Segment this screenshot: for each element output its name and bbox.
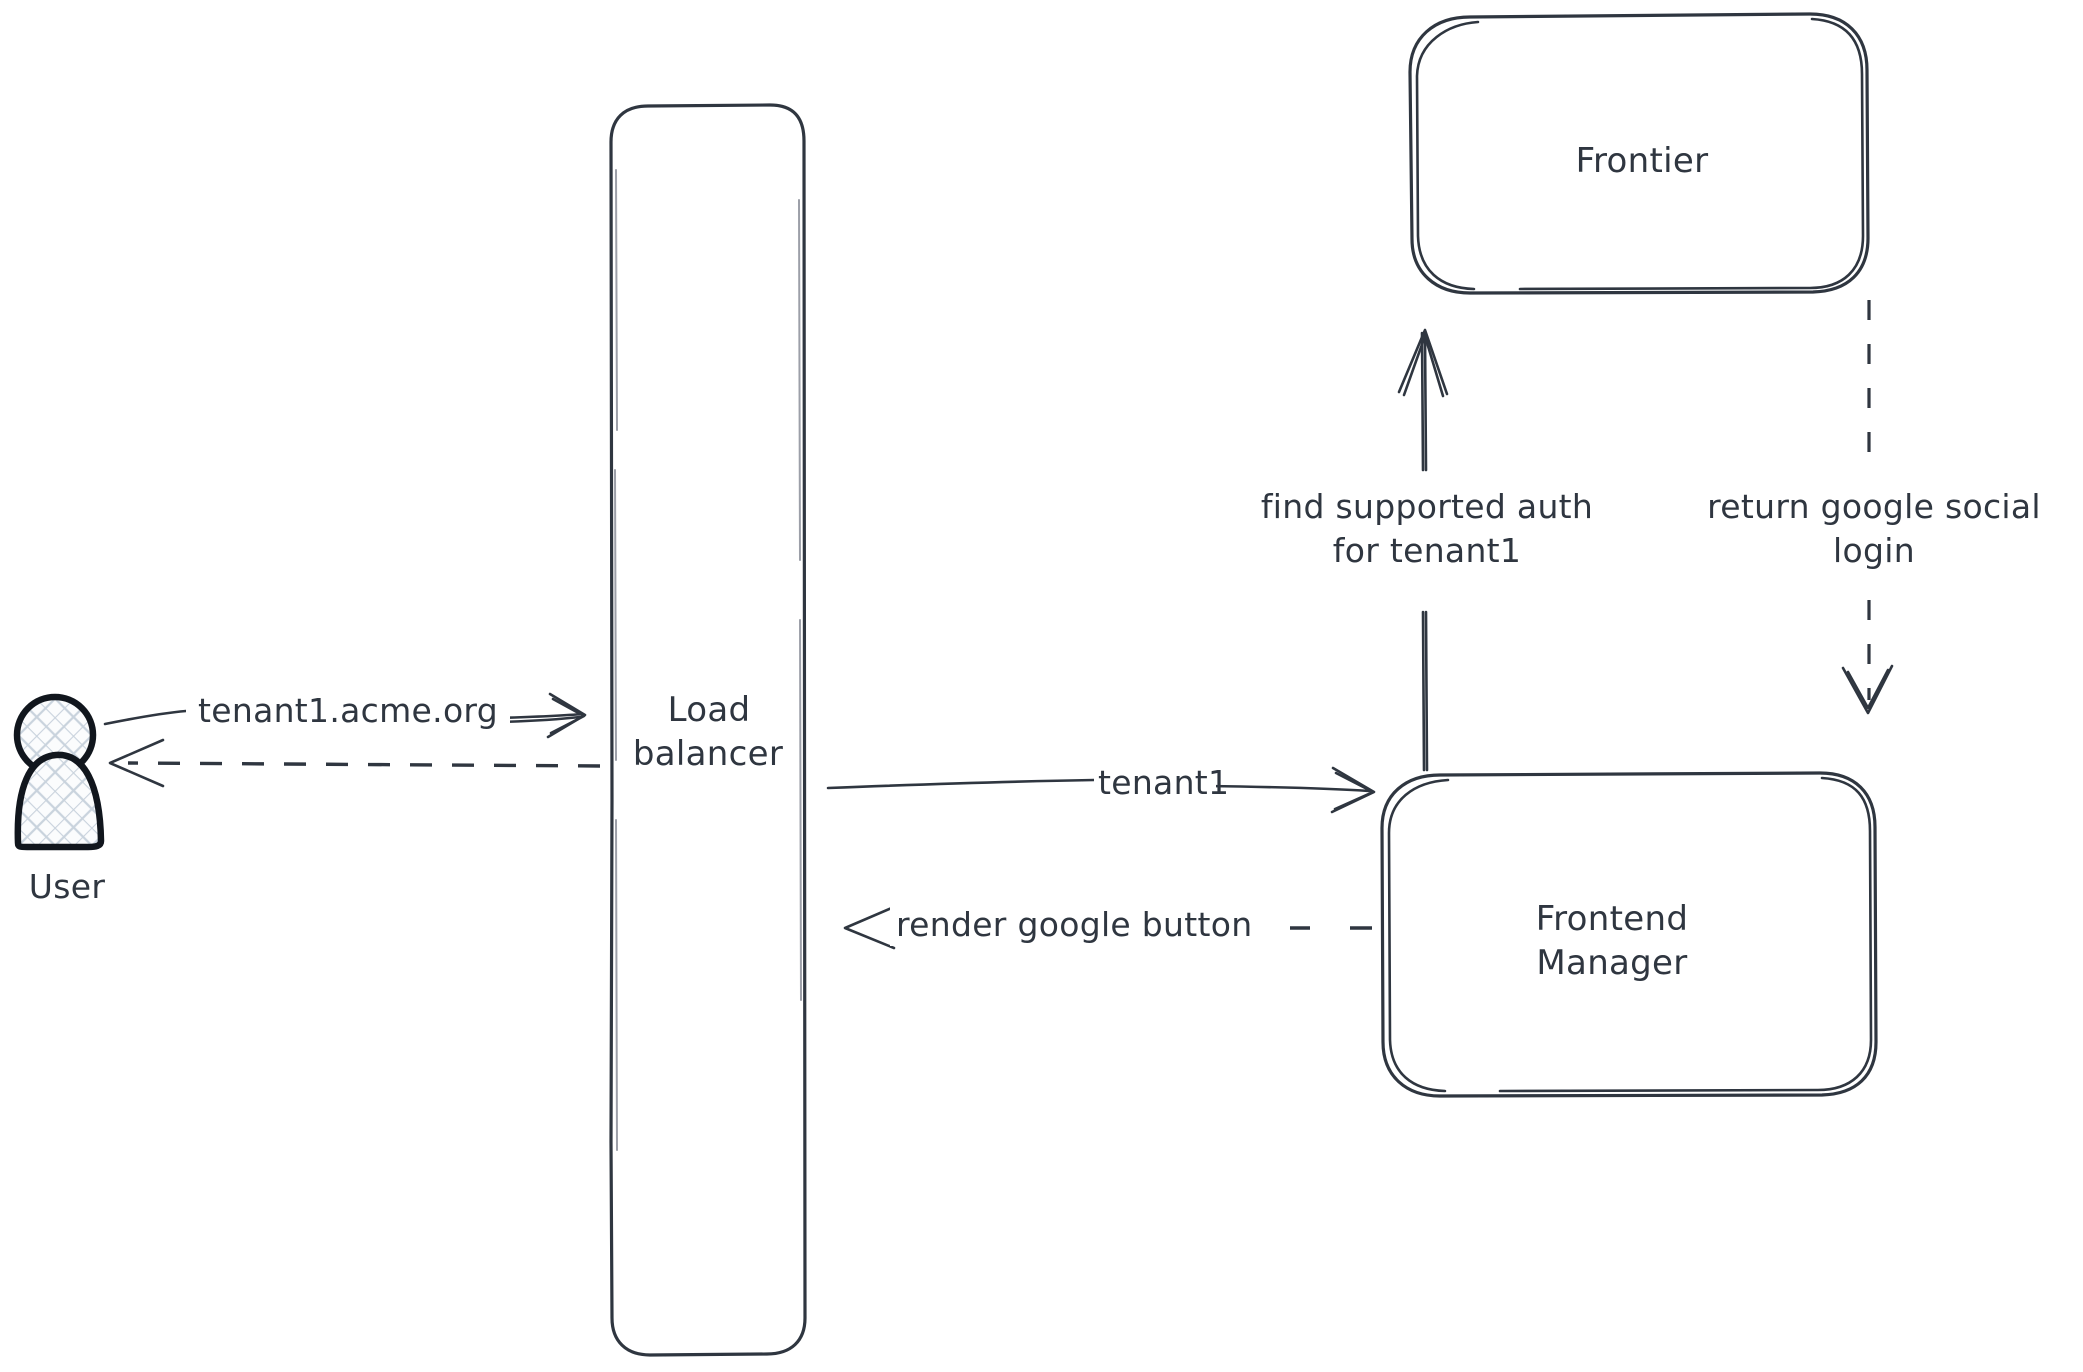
edge-label-tenant1: tenant1 xyxy=(1094,762,1229,805)
frontier-node-label: Frontier xyxy=(1575,141,1709,181)
edge-label-return-google-social-line2: login xyxy=(1660,530,2083,573)
edge-label-find-supported-auth-line1: find supported auth xyxy=(1218,486,1636,529)
frontend-manager-node-label-line2: Manager xyxy=(1536,943,1688,983)
node-frontier-shape xyxy=(1408,12,1870,295)
edge-label-find-supported-auth-line2: for tenant1 xyxy=(1218,530,1636,573)
edge-load-balancer-to-frontend-manager xyxy=(826,766,1376,814)
edge-load-balancer-to-user xyxy=(108,738,601,788)
node-load-balancer-shape xyxy=(609,103,807,1357)
edge-label-render-google-button: render google button xyxy=(890,904,1252,947)
user-node-label: User xyxy=(28,867,106,906)
edge-label-return-google-social-line1: return google social xyxy=(1660,486,2083,529)
edge-frontier-to-frontend-manager xyxy=(1841,300,1894,715)
frontend-manager-node-label-line1: Frontend xyxy=(1535,899,1689,939)
user-actor-icon xyxy=(13,693,105,851)
edge-label-tenant1-acme-org: tenant1.acme.org xyxy=(186,690,510,733)
node-frontend-manager-shape xyxy=(1380,771,1878,1098)
edge-frontend-manager-to-frontier xyxy=(1397,328,1449,772)
load-balancer-node-label-line1: Load xyxy=(667,690,751,730)
load-balancer-node-label-line2: balancer xyxy=(632,734,784,774)
